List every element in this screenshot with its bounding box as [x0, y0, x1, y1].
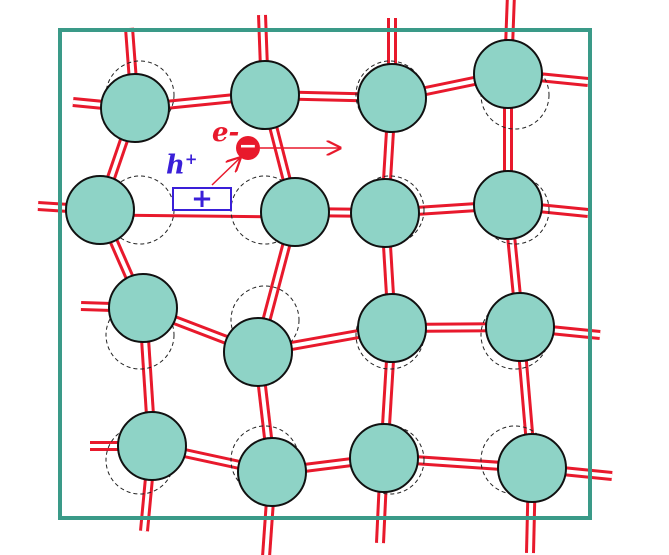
atom: [473, 39, 543, 109]
excitation-arrow: [211, 158, 240, 186]
atom: [237, 437, 307, 507]
hole-label: h+: [166, 150, 198, 181]
atom: [350, 178, 420, 248]
atom: [230, 60, 300, 130]
equilibrium-position: [105, 300, 175, 370]
atom: [65, 175, 135, 245]
atom: [497, 433, 567, 503]
atom: [357, 293, 427, 363]
equilibrium-position: [230, 285, 300, 355]
electron-label: e-: [212, 118, 240, 148]
crystal-frame: [58, 28, 592, 520]
atom: [223, 317, 293, 387]
atom: [260, 177, 330, 247]
atom: [485, 292, 555, 362]
electron-symbol: −: [236, 136, 260, 160]
atom: [108, 273, 178, 343]
atom: [473, 170, 543, 240]
hole-symbol: +: [172, 186, 232, 212]
atom: [349, 423, 419, 493]
atom: [100, 73, 170, 143]
atom: [117, 411, 187, 481]
atom: [357, 63, 427, 133]
